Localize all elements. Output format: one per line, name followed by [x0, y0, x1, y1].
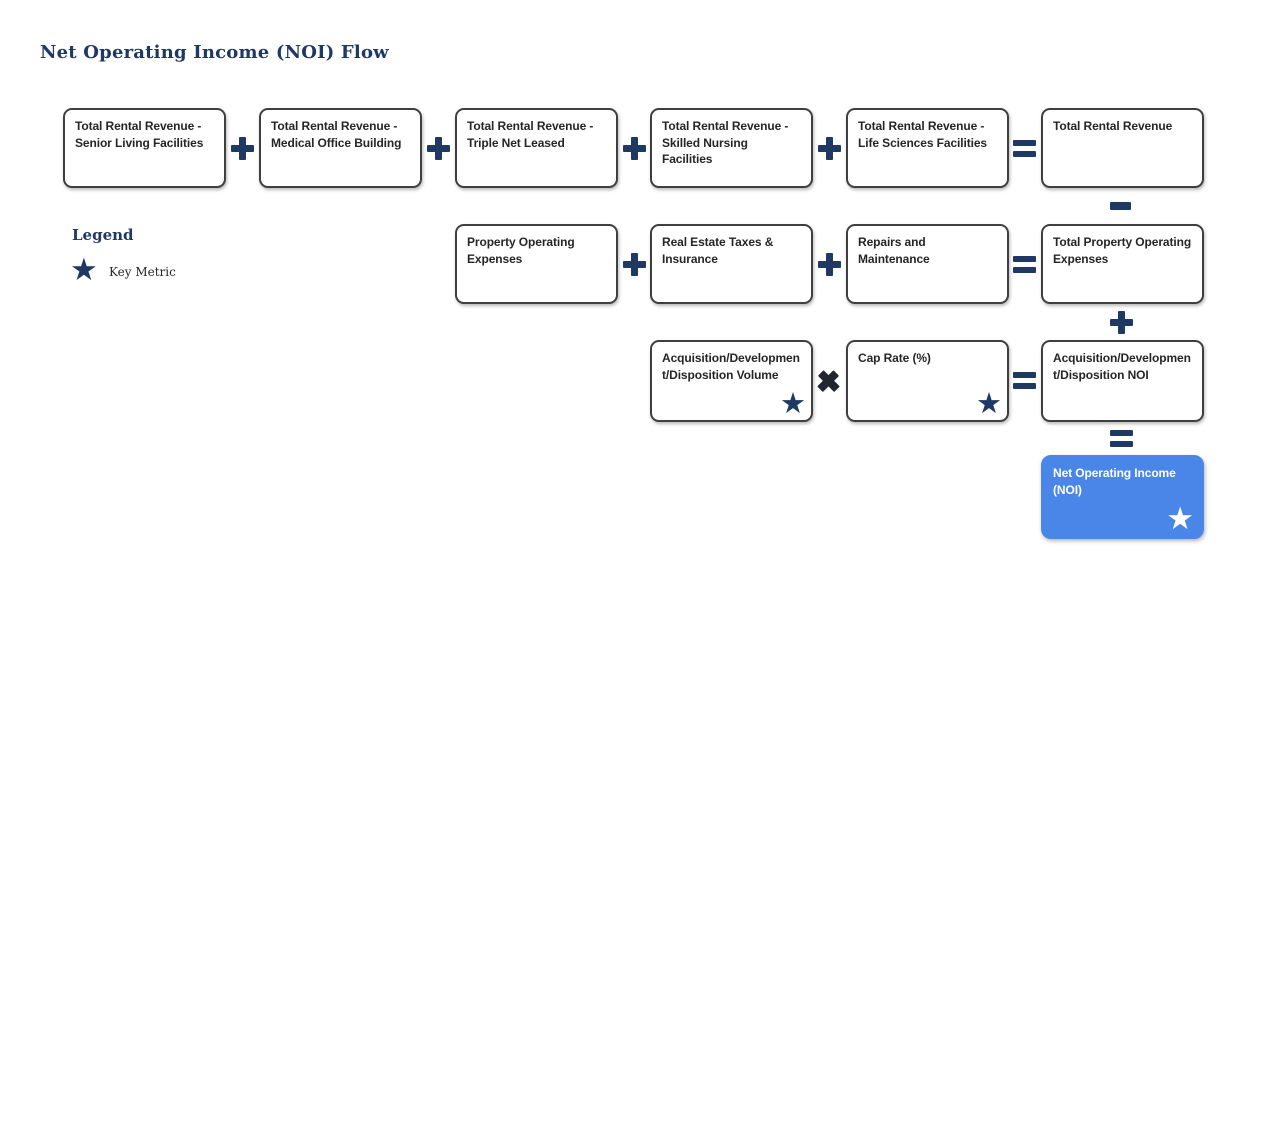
node-label: Total Rental Revenue - Life Sciences Fac… [858, 119, 987, 150]
key-metric-star-icon [1166, 503, 1194, 534]
node-total-rental-revenue-medical-office-building: Total Rental Revenue - Medical Office Bu… [259, 108, 422, 188]
plus-icon [231, 137, 254, 160]
node-property-operating-expenses: Property Operating Expenses [455, 224, 618, 304]
plus-icon [623, 253, 646, 276]
key-metric-star-icon [70, 254, 98, 285]
equals-icon [1013, 140, 1036, 157]
plus-icon [427, 137, 450, 160]
node-label: Total Rental Revenue - Medical Office Bu… [271, 119, 402, 150]
node-total-rental-revenue-senior-living-facilities: Total Rental Revenue - Senior Living Fac… [63, 108, 226, 188]
multiply-icon [812, 365, 845, 398]
node-real-estate-taxes-insurance: Real Estate Taxes & Insurance [650, 224, 813, 304]
node-label: Acquisition/Development/Disposition Volu… [662, 351, 800, 382]
node-label: Total Rental Revenue - Triple Net Leased [467, 119, 594, 150]
minus-icon [1110, 202, 1131, 210]
legend-title: Legend [72, 226, 134, 244]
key-metric-star-icon [976, 390, 1002, 419]
node-label: Acquisition/Development/Disposition NOI [1053, 351, 1191, 382]
plus-icon [818, 137, 841, 160]
node-total-rental-revenue-triple-net-leased: Total Rental Revenue - Triple Net Leased [455, 108, 618, 188]
node-label: Property Operating Expenses [467, 235, 575, 266]
node-acquisition-development-disposition-noi: Acquisition/Development/Disposition NOI [1041, 340, 1204, 422]
node-cap-rate: Cap Rate (%) [846, 340, 1009, 422]
node-total-property-operating-expenses: Total Property Operating Expenses [1041, 224, 1204, 304]
node-label: Total Rental Revenue - Skilled Nursing F… [662, 119, 789, 166]
equals-icon [1013, 372, 1036, 389]
equals-icon [1013, 256, 1036, 273]
plus-icon [623, 137, 646, 160]
node-label: Real Estate Taxes & Insurance [662, 235, 774, 266]
node-label: Total Rental Revenue [1053, 119, 1173, 133]
plus-icon [1110, 311, 1133, 334]
node-repairs-and-maintenance: Repairs and Maintenance [846, 224, 1009, 304]
key-metric-star-icon [780, 390, 806, 419]
node-acquisition-development-disposition-volume: Acquisition/Development/Disposition Volu… [650, 340, 813, 422]
equals-icon [1110, 430, 1133, 447]
node-label: Net Operating Income (NOI) [1053, 466, 1176, 497]
page-title: Net Operating Income (NOI) Flow [40, 42, 389, 63]
node-label: Repairs and Maintenance [858, 235, 930, 266]
node-total-rental-revenue: Total Rental Revenue [1041, 108, 1204, 188]
node-net-operating-income: Net Operating Income (NOI) [1041, 455, 1204, 539]
plus-icon [818, 253, 841, 276]
node-total-rental-revenue-life-sciences-facilities: Total Rental Revenue - Life Sciences Fac… [846, 108, 1009, 188]
node-label: Total Property Operating Expenses [1053, 235, 1192, 266]
node-label: Cap Rate (%) [858, 351, 931, 365]
node-label: Total Rental Revenue - Senior Living Fac… [75, 119, 204, 150]
legend-key-metric-label: Key Metric [109, 265, 176, 279]
node-total-rental-revenue-skilled-nursing-facilities: Total Rental Revenue - Skilled Nursing F… [650, 108, 813, 188]
